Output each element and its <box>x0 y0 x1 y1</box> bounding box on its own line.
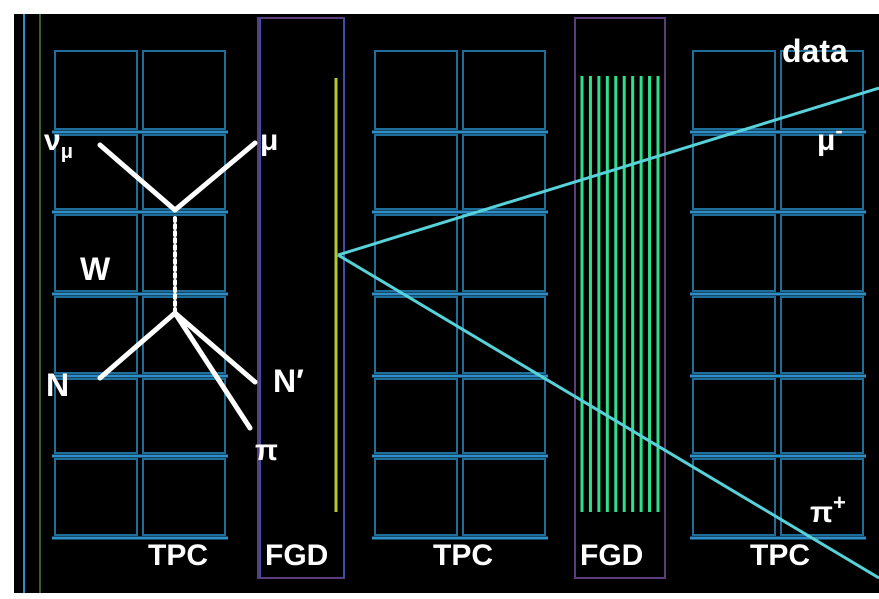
tpc-grids <box>52 50 866 540</box>
tpc-cell <box>142 378 226 454</box>
tpc-cell <box>54 378 138 454</box>
tpc-cell <box>374 378 458 454</box>
fgd-module-2 <box>574 17 666 579</box>
module-label-tpc-3: TPC <box>750 539 810 572</box>
nucleon-out-line <box>172 310 258 385</box>
detector-background <box>14 14 879 593</box>
neutrino-line <box>97 142 178 213</box>
tpc-cell <box>462 378 546 454</box>
tpc-cell <box>374 134 458 210</box>
tpc-grid-2 <box>372 50 548 540</box>
tpc-cell <box>374 50 458 130</box>
pion-track <box>337 253 879 580</box>
tpc-cell <box>462 458 546 536</box>
tpc-cell <box>692 296 776 374</box>
tpc-cell <box>780 378 864 454</box>
feynman-diagram <box>97 140 258 431</box>
tpc-cell <box>692 134 776 210</box>
module-label-fgd-1: FGD <box>265 539 328 572</box>
module-label-tpc-1: TPC <box>148 539 208 572</box>
tpc-cell <box>374 296 458 374</box>
tpc-cell <box>692 214 776 292</box>
pion-plus-label: π+ <box>810 490 846 529</box>
tpc-cell <box>780 134 864 210</box>
tpc-cell <box>780 214 864 292</box>
pion-label: π <box>255 434 278 467</box>
tpc-cell <box>54 296 138 374</box>
tpc-cell <box>692 378 776 454</box>
tpc-cell <box>780 296 864 374</box>
neutrino-label: νμ <box>44 124 73 163</box>
tpc-cell <box>692 458 776 536</box>
nucleon-in-label: N <box>46 367 69 403</box>
tpc-cell <box>462 134 546 210</box>
lepton-label: μ <box>260 124 278 157</box>
tpc-grid-3 <box>690 50 866 540</box>
lepton-line <box>172 140 258 213</box>
tpc-cell <box>142 50 226 130</box>
muon-track <box>337 86 879 257</box>
tpc-cell <box>142 134 226 210</box>
module-label-fgd-2: FGD <box>580 539 643 572</box>
tpc-cell <box>780 458 864 536</box>
tpc-cell <box>142 296 226 374</box>
tpc-cell <box>462 296 546 374</box>
tpc-cell <box>374 214 458 292</box>
nucleon-in-line <box>97 310 178 381</box>
module-label-tpc-2: TPC <box>433 539 493 572</box>
tpc-cell <box>54 134 138 210</box>
tpc-cell <box>54 458 138 536</box>
tpc-cell <box>142 458 226 536</box>
muon-label: μ- <box>817 118 843 157</box>
tpc-grid-1 <box>52 50 228 540</box>
tpc-cell <box>462 50 546 130</box>
tpc-cell <box>692 50 776 130</box>
tpc-cell <box>374 458 458 536</box>
tpc-cell <box>54 50 138 130</box>
tpc-cell <box>780 50 864 130</box>
tpc-cell <box>54 214 138 292</box>
nucleon-out-label: N′ <box>273 363 304 399</box>
data-label: data <box>782 33 848 69</box>
pion-line <box>172 310 253 431</box>
w-boson-label: W <box>80 251 111 287</box>
tpc-cell <box>462 214 546 292</box>
tpc-cell <box>142 214 226 292</box>
